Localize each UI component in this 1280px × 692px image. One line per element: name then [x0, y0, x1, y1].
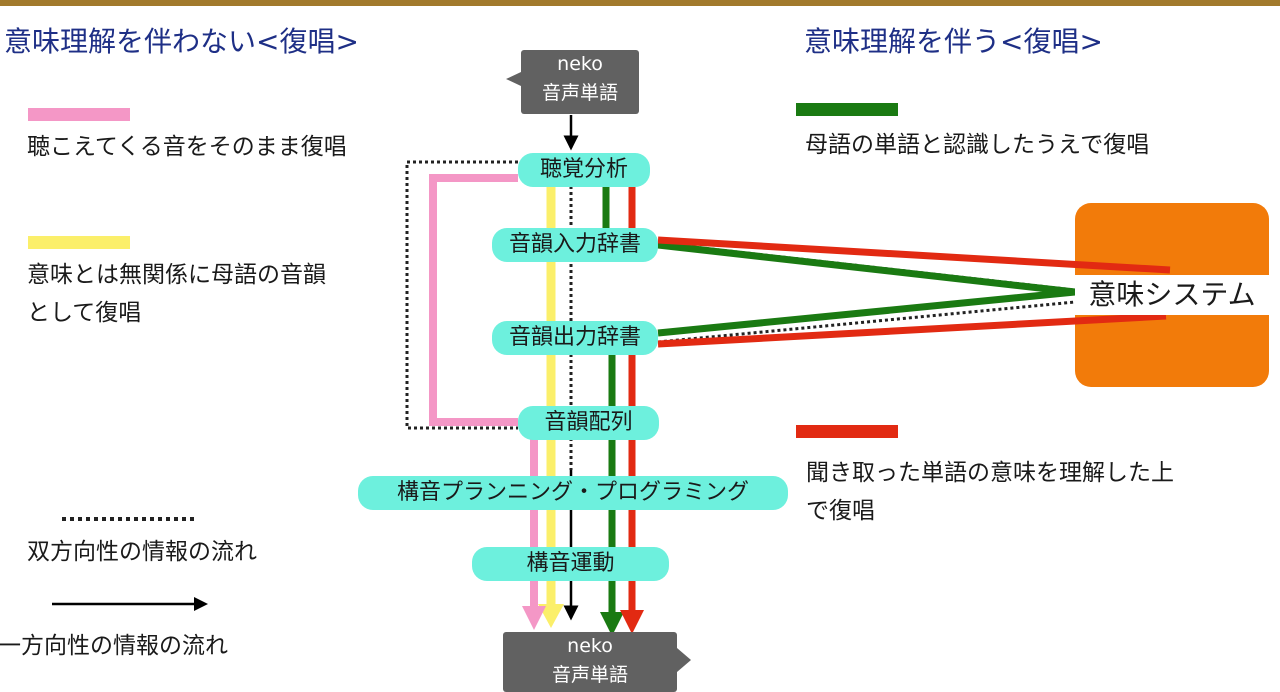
legend-arrowhead — [194, 597, 208, 611]
legend-red-text-2: で復唱 — [806, 498, 875, 524]
legend-red-swatch — [796, 425, 898, 438]
stage-articulatory-planning: 構音プランニング・プログラミング — [358, 476, 788, 510]
stage-articulatory-movement: 構音運動 — [472, 547, 669, 581]
output-word: neko — [567, 635, 613, 657]
stage-phonological-sequence: 音韻配列 — [518, 406, 659, 440]
dotted-loop-line — [405, 160, 518, 430]
legend-green-swatch — [796, 103, 898, 116]
input-word: neko — [557, 53, 603, 75]
top-accent-bar — [0, 0, 1280, 6]
output-label: 音声単語 — [551, 664, 628, 686]
heading-without-meaning: 意味理解を伴わない<復唱> — [4, 25, 359, 58]
legend-pink-swatch — [28, 108, 130, 121]
legend-green-text: 母語の単語と認識したうえで復唱 — [805, 132, 1150, 158]
legend-yellow-text-1: 意味とは無関係に母語の音韻 — [27, 262, 326, 288]
stage-phonological-input-lexicon: 音韻入力辞書 — [492, 228, 658, 262]
stage-auditory-analysis: 聴覚分析 — [518, 153, 650, 187]
legend-red-text-1: 聞き取った単語の意味を理解した上 — [806, 460, 1174, 486]
red-arrowhead — [620, 610, 644, 634]
semantic-system-label: 意味システム — [1075, 275, 1269, 315]
legend-pink-text: 聴こえてくる音をそのまま復唱 — [27, 134, 347, 160]
pink-arrowhead — [522, 606, 546, 630]
heading-with-meaning: 意味理解を伴う<復唱> — [804, 25, 1103, 58]
output-speech-bubble: neko 音声単語 — [503, 632, 691, 692]
yellow-arrowhead — [538, 604, 564, 628]
legend-arrow-text: 一方向性の情報の流れ — [0, 633, 228, 659]
green-arrowhead — [600, 612, 624, 636]
dotted-output-semantic-line — [657, 300, 1076, 344]
input-speech-bubble: neko 音声単語 — [506, 50, 639, 114]
legend-yellow-text-2: として復唱 — [27, 300, 142, 326]
legend-yellow-swatch — [28, 236, 130, 249]
input-label: 音声単語 — [541, 82, 618, 104]
stage-phonological-output-lexicon: 音韻出力辞書 — [492, 321, 658, 355]
red-output-semantic-line — [657, 312, 1167, 348]
legend-dotted-text: 双方向性の情報の流れ — [27, 539, 257, 565]
red-input-semantic-line — [657, 236, 1171, 274]
pink-loop-line — [429, 174, 518, 426]
